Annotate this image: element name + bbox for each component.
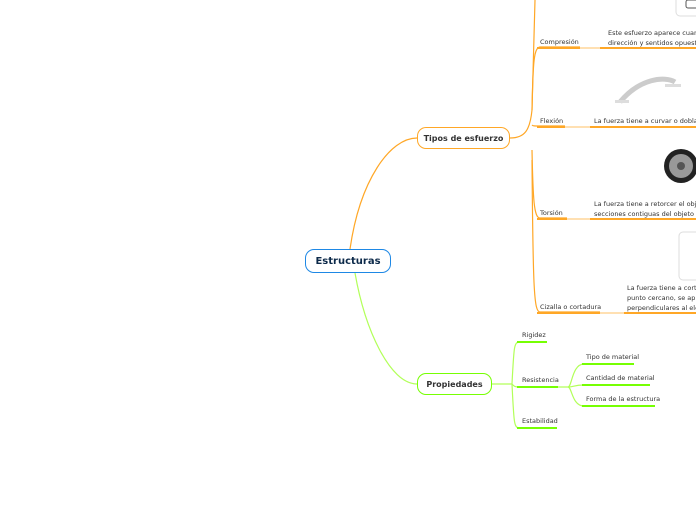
node-resistencia[interactable]: Resistencia (522, 376, 559, 384)
link-root-propiedades (354, 272, 418, 385)
image-placeholder-top (675, 0, 696, 17)
node-torsion[interactable]: Torsión (540, 209, 563, 217)
root-label: Estructuras (315, 255, 381, 267)
node-propiedades[interactable]: Propiedades (417, 373, 492, 395)
root-node[interactable]: Estructuras (305, 249, 391, 273)
node-flexion[interactable]: Flexión (540, 117, 564, 125)
desc-compresion: Este esfuerzo aparece cuando ldirección … (608, 29, 696, 47)
node-tipos-de-esfuerzo[interactable]: Tipos de esfuerzo (417, 127, 510, 149)
link-root-tipos (349, 137, 418, 250)
link-cizalla (531, 159, 600, 313)
bridge-image (615, 76, 681, 104)
desc-cizalla: La fuerza tiene a cortar epunto cercano,… (627, 284, 696, 312)
node-cizalla[interactable]: Cizalla o cortadura (540, 303, 602, 311)
node-forma-de-la-estructura[interactable]: Forma de la estructura (586, 395, 661, 403)
desc-flexion: La fuerza tiene a curvar o doblar el o (594, 117, 696, 125)
node-cantidad-de-material[interactable]: Cantidad de material (586, 374, 655, 382)
wheel-image (664, 149, 696, 183)
node-rigidez[interactable]: Rigidez (522, 331, 546, 339)
link-compresion (531, 46, 580, 111)
node-tipo-de-material[interactable]: Tipo de material (586, 353, 640, 361)
link-torsion (531, 149, 567, 219)
desc-torsion: La fuerza tiene a retorcer el objeto, cs… (594, 200, 696, 218)
icon-top (685, 0, 696, 9)
node-compresion[interactable]: Compresión (540, 38, 579, 46)
node-estabilidad[interactable]: Estabilidad (522, 417, 558, 425)
image-placeholder-cizalla (678, 231, 696, 281)
